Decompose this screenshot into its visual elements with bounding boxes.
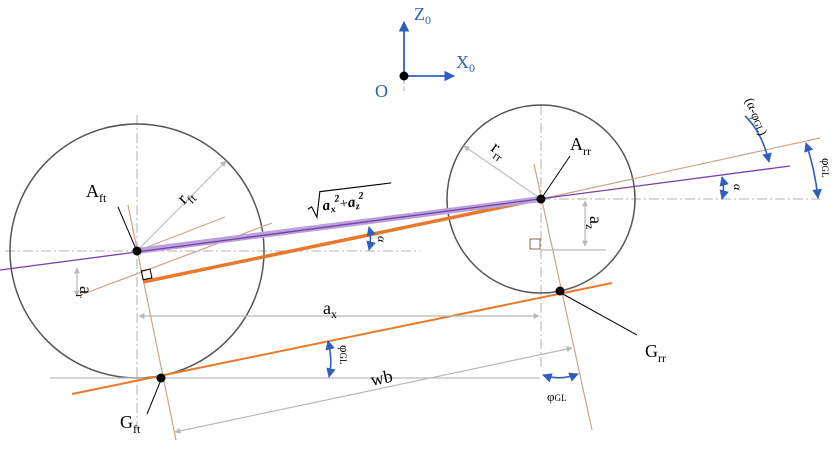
a-rr-point xyxy=(536,194,546,204)
chassis-parallel-line xyxy=(142,197,542,284)
wb-label: wb xyxy=(369,366,395,390)
upper-ground-parallel-line xyxy=(540,137,821,200)
a-ft-label: Aft xyxy=(86,181,107,205)
phi-angle-arrow-ground xyxy=(325,340,336,378)
r-rr-label: rrr xyxy=(485,137,510,165)
sqrt-radical-sign xyxy=(307,182,392,220)
inclined-ground-line xyxy=(71,282,613,395)
angle-arrows xyxy=(325,115,822,383)
a-rr-leader xyxy=(542,155,571,197)
rear-radius-arrow xyxy=(463,145,539,198)
dimension-arrows xyxy=(74,200,606,434)
g-rr-label: Grr xyxy=(645,341,666,365)
origin-point xyxy=(399,71,409,81)
sqrt-content: ax2+az2 xyxy=(321,190,365,216)
g-ft-leader xyxy=(146,379,162,415)
az-label: az xyxy=(583,216,606,229)
z0-label: Z0 xyxy=(414,4,431,27)
sqrt-expression: ax2+az2 xyxy=(307,182,392,220)
alpha-angle-arrow-right xyxy=(719,176,729,200)
a-ft-point xyxy=(132,246,142,256)
front-radius-arrow xyxy=(139,160,227,249)
alpha-angle-arrow-center xyxy=(366,226,376,251)
phi-angle-arrow-right xyxy=(804,142,822,199)
construction-lines xyxy=(77,137,821,441)
leader-lines xyxy=(117,155,638,415)
axle-connection-line xyxy=(0,165,791,271)
origin-label: O xyxy=(375,81,388,101)
rear-wheel-circle xyxy=(446,104,636,294)
g-ft-point xyxy=(156,373,166,383)
ar-label: ar xyxy=(73,286,96,298)
center-lines xyxy=(5,105,820,430)
phi-label-bottom: φGL xyxy=(547,389,567,404)
g-rr-leader xyxy=(560,292,638,336)
phi-label-right: φGL xyxy=(819,158,834,178)
phi-angle-arrow-bottom xyxy=(542,372,579,383)
front-right-angle-marker xyxy=(140,268,153,281)
ax-label: ax xyxy=(323,298,337,321)
g-rr-point xyxy=(555,286,565,296)
coordinate-frame: O Z0 X0 xyxy=(375,4,475,101)
wb-dimension-arrow xyxy=(174,346,573,434)
phi-label-ground: φGL xyxy=(337,345,352,365)
a-rr-label: Arr xyxy=(570,134,591,158)
rear-right-angle-marker xyxy=(529,238,541,250)
front-wheel-diagonal xyxy=(136,216,226,252)
rear-perpendicular-line xyxy=(533,163,593,431)
a-ft-leader xyxy=(117,206,137,250)
front-perpendicular-line xyxy=(127,204,177,441)
alpha-label-center: α xyxy=(375,236,389,243)
alpha-label-right: α xyxy=(731,184,745,191)
x0-label: X0 xyxy=(456,52,475,75)
g-ft-label: Gft xyxy=(120,412,141,436)
r-ft-label: rft xyxy=(173,184,200,211)
alpha-minus-phi-arrow xyxy=(744,115,772,163)
